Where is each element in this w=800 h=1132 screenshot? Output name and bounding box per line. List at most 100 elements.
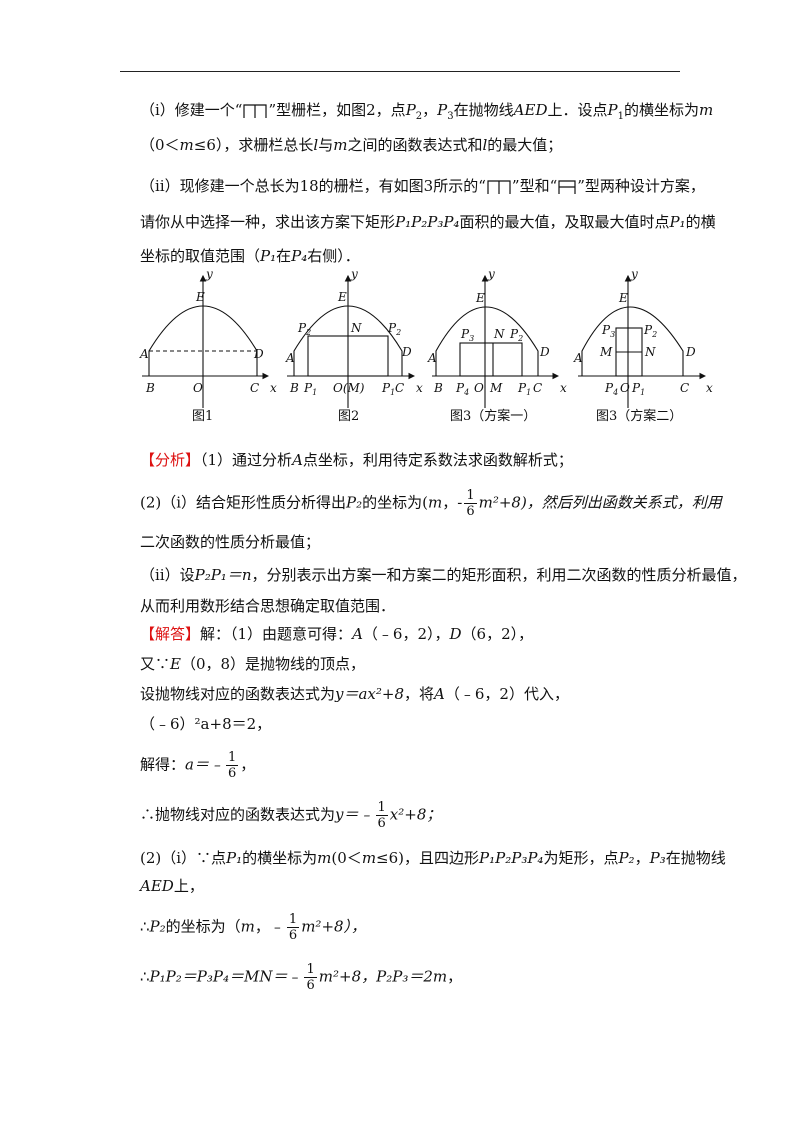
text: ，﹣ bbox=[254, 917, 285, 936]
label-P1: P1 bbox=[303, 381, 317, 397]
figure-2 bbox=[287, 274, 416, 408]
label-B: B bbox=[433, 381, 443, 395]
label-P4: P4 bbox=[604, 381, 618, 397]
var: D bbox=[449, 625, 462, 643]
analysis-line5: 从而利用数形结合思想确定取值范围． bbox=[140, 596, 395, 616]
label-M: M bbox=[599, 345, 613, 359]
text: ∴ bbox=[140, 917, 150, 936]
var: P₂ bbox=[346, 493, 363, 512]
text: ”型两种设计方案， bbox=[577, 177, 705, 195]
fence-shape-icon bbox=[558, 180, 576, 194]
text: 的坐标为（ bbox=[165, 917, 241, 936]
label-C: C bbox=[250, 381, 259, 395]
solution-line8: AED上， bbox=[140, 876, 204, 896]
text: ， bbox=[634, 849, 650, 867]
label-C: C bbox=[680, 381, 689, 395]
text: 的坐标为( bbox=[362, 493, 429, 512]
text: （0，8）是抛物线的顶点， bbox=[180, 655, 366, 673]
label-B: B bbox=[145, 381, 155, 395]
caption-fig2: 图2 bbox=[338, 409, 359, 424]
var: P₂P₃＝2m bbox=[376, 967, 448, 986]
solution-line1: 【解答】解：（1）由题意可得：A（﹣6，2），D（6，2）， bbox=[140, 624, 533, 644]
label-P2: P2 bbox=[509, 327, 523, 343]
var: P₁P₂＝P₃P₄＝MN＝ bbox=[149, 967, 288, 986]
text: 解：（1）由题意可得： bbox=[200, 625, 353, 643]
label-E: E bbox=[618, 291, 628, 305]
var: A bbox=[434, 685, 445, 703]
text: 的最大值； bbox=[487, 136, 563, 154]
label-y: y bbox=[350, 268, 358, 281]
var: y＝ax²+8 bbox=[335, 685, 405, 703]
var: y＝﹣ bbox=[335, 805, 374, 824]
label-P4: P4 bbox=[455, 381, 469, 397]
text: ≤6），求栅栏总长 bbox=[193, 136, 314, 154]
label-D: D bbox=[685, 345, 696, 359]
analysis-line3: 二次函数的性质分析最值； bbox=[140, 532, 320, 552]
text: 点坐标，利用待定系数法求函数解析式； bbox=[302, 451, 573, 469]
text: 的横 bbox=[685, 213, 716, 231]
text: 右侧）． bbox=[307, 247, 360, 265]
header-rule bbox=[120, 71, 680, 72]
label-N: N bbox=[350, 321, 362, 335]
var: P₁ bbox=[260, 247, 277, 265]
question-ii-line3: 坐标的取值范围（P₁在P₄右侧）． bbox=[140, 246, 360, 266]
label-x: x bbox=[416, 381, 423, 395]
label-x: x bbox=[706, 381, 713, 395]
text: 的横坐标为 bbox=[623, 101, 699, 119]
label-P2-right: P2 bbox=[387, 321, 401, 337]
var: m²+8)，然后列出函数关系式，利用 bbox=[478, 493, 722, 512]
var: m bbox=[698, 101, 714, 119]
var: l bbox=[482, 136, 488, 154]
label-N: N bbox=[644, 345, 656, 359]
text: 在抛物线 bbox=[665, 849, 726, 867]
text: ∴ bbox=[140, 967, 150, 986]
label-D: D bbox=[253, 347, 264, 361]
var: m bbox=[317, 849, 332, 867]
figure-3-option2 bbox=[578, 274, 707, 408]
var: P bbox=[405, 101, 416, 119]
var: P₁ bbox=[226, 849, 243, 867]
text: 与 bbox=[318, 136, 334, 154]
analysis-tag: 【分析】 bbox=[140, 451, 201, 469]
text: ≤6)，且四边形 bbox=[376, 849, 480, 867]
analysis-line4: （ⅱ）设P₂P₁＝n，分别表示出方案一和方案二的矩形面积，利用二次函数的性质分析… bbox=[140, 565, 747, 585]
var: m bbox=[428, 493, 443, 512]
var: a＝﹣ bbox=[185, 755, 224, 774]
label-C: C bbox=[395, 381, 404, 395]
text: （1）通过分析 bbox=[200, 451, 293, 469]
question-ii-line2: 请你从中选择一种，求出该方案下矩形P₁P₂P₃P₄面积的最大值，及取最大值时点P… bbox=[140, 212, 716, 232]
text: 在 bbox=[276, 247, 292, 265]
label-A: A bbox=[427, 351, 437, 365]
label-E: E bbox=[195, 290, 205, 304]
caption-fig3-opt1: 图3（方案一） bbox=[450, 408, 536, 424]
label-P1: P1 bbox=[631, 381, 645, 397]
solution-line2: 又∵E（0，8）是抛物线的顶点， bbox=[140, 654, 365, 674]
text: ， bbox=[422, 101, 438, 119]
text: ，将 bbox=[404, 685, 435, 703]
var: P₂ bbox=[618, 849, 635, 867]
figure-1 bbox=[142, 274, 270, 408]
text: 上．设点 bbox=[547, 101, 608, 119]
label-P2-left: P2 bbox=[297, 321, 311, 337]
label-OM: O(M) bbox=[333, 381, 365, 395]
text: (0＜ bbox=[331, 849, 362, 867]
var: P₂ bbox=[149, 917, 166, 936]
var: P₂P₁＝n bbox=[194, 566, 252, 584]
text: （ⅱ）现修建一个总长为18的栅栏，有如图3所示的“ bbox=[140, 177, 486, 195]
text: 为矩形，点 bbox=[543, 849, 619, 867]
fence-shape-icon bbox=[243, 104, 268, 118]
var: P₁P₂P₃P₄ bbox=[395, 213, 460, 231]
text: （﹣6）²a+8＝2， bbox=[140, 715, 272, 733]
solution-line7: (2)（ⅰ）∵点P₁的横坐标为m(0＜m≤6)，且四边形P₁P₂P₃P₄为矩形，… bbox=[140, 848, 726, 868]
text: 之间的函数表达式和 bbox=[347, 136, 483, 154]
text: （﹣6，2）代入， bbox=[444, 685, 569, 703]
var: P₃ bbox=[649, 849, 666, 867]
text: （ⅰ）修建一个“ bbox=[140, 101, 243, 119]
label-y: y bbox=[487, 268, 495, 281]
label-C: C bbox=[533, 381, 542, 395]
